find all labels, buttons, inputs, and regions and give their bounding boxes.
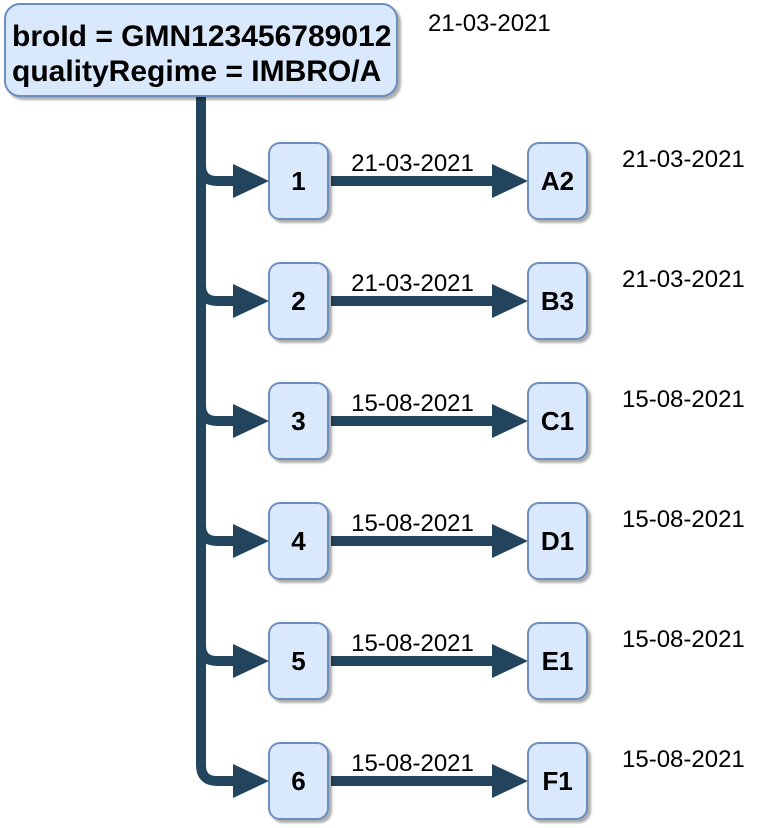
trunk-connector [196, 95, 234, 786]
edge-arrowhead-icon [492, 644, 528, 678]
row-date-label: 15-08-2021 [622, 626, 745, 653]
root-node[interactable]: broId = GMN123456789012 qualityRegime = … [4, 3, 398, 97]
branch-connector [196, 619, 234, 666]
edge-arrowhead-icon [492, 524, 528, 558]
row-date-label: 15-08-2021 [622, 746, 745, 773]
source-node-label: 5 [291, 645, 306, 676]
source-node[interactable]: 3 [268, 382, 329, 460]
target-node-label: C1 [540, 405, 575, 436]
row-date-label: 21-03-2021 [622, 146, 745, 173]
target-node-label: F1 [542, 765, 573, 796]
branch-arrowhead-icon [233, 164, 269, 198]
source-node[interactable]: 6 [268, 742, 329, 820]
branch-connector [196, 499, 234, 546]
branch-arrowhead-icon [233, 644, 269, 678]
source-node-label: 3 [291, 405, 306, 436]
root-node-line2: qualityRegime = IMBRO/A [12, 55, 382, 88]
branch-connector [196, 139, 234, 186]
root-date-label: 21-03-2021 [428, 10, 551, 37]
edge-arrowhead-icon [492, 404, 528, 438]
row-date-label: 15-08-2021 [622, 506, 745, 533]
edge-date-label: 15-08-2021 [351, 750, 474, 777]
row-date-label: 15-08-2021 [622, 386, 745, 413]
source-node-label: 4 [291, 525, 306, 556]
row-date-label: 21-03-2021 [622, 266, 745, 293]
edge-date-label: 15-08-2021 [351, 510, 474, 537]
target-node[interactable]: F1 [527, 742, 588, 820]
target-node[interactable]: C1 [527, 382, 588, 460]
source-node-label: 1 [291, 165, 306, 196]
target-node[interactable]: B3 [527, 262, 588, 340]
target-node-label: E1 [541, 645, 574, 676]
target-node-label: D1 [540, 525, 575, 556]
source-node[interactable]: 2 [268, 262, 329, 340]
source-node[interactable]: 4 [268, 502, 329, 580]
branch-arrowhead-icon [233, 524, 269, 558]
edge-date-label: 15-08-2021 [351, 630, 474, 657]
target-node[interactable]: A2 [527, 142, 588, 220]
edge-arrowhead-icon [492, 284, 528, 318]
target-node-label: B3 [540, 285, 575, 316]
source-node-label: 2 [291, 285, 306, 316]
source-node[interactable]: 5 [268, 622, 329, 700]
branch-connector [196, 259, 234, 306]
target-node[interactable]: D1 [527, 502, 588, 580]
source-node[interactable]: 1 [268, 142, 329, 220]
source-node-label: 6 [291, 765, 306, 796]
edge-date-label: 15-08-2021 [351, 390, 474, 417]
target-node[interactable]: E1 [527, 622, 588, 700]
edge-arrowhead-icon [492, 764, 528, 798]
branch-arrowhead-icon [233, 764, 269, 798]
edge-arrowhead-icon [492, 164, 528, 198]
branch-arrowhead-icon [233, 404, 269, 438]
root-node-line1: broId = GMN123456789012 [12, 20, 392, 53]
target-node-label: A2 [540, 165, 575, 196]
edge-date-label: 21-03-2021 [351, 150, 474, 177]
edge-date-label: 21-03-2021 [351, 270, 474, 297]
branch-connector [196, 379, 234, 426]
branch-arrowhead-icon [233, 284, 269, 318]
